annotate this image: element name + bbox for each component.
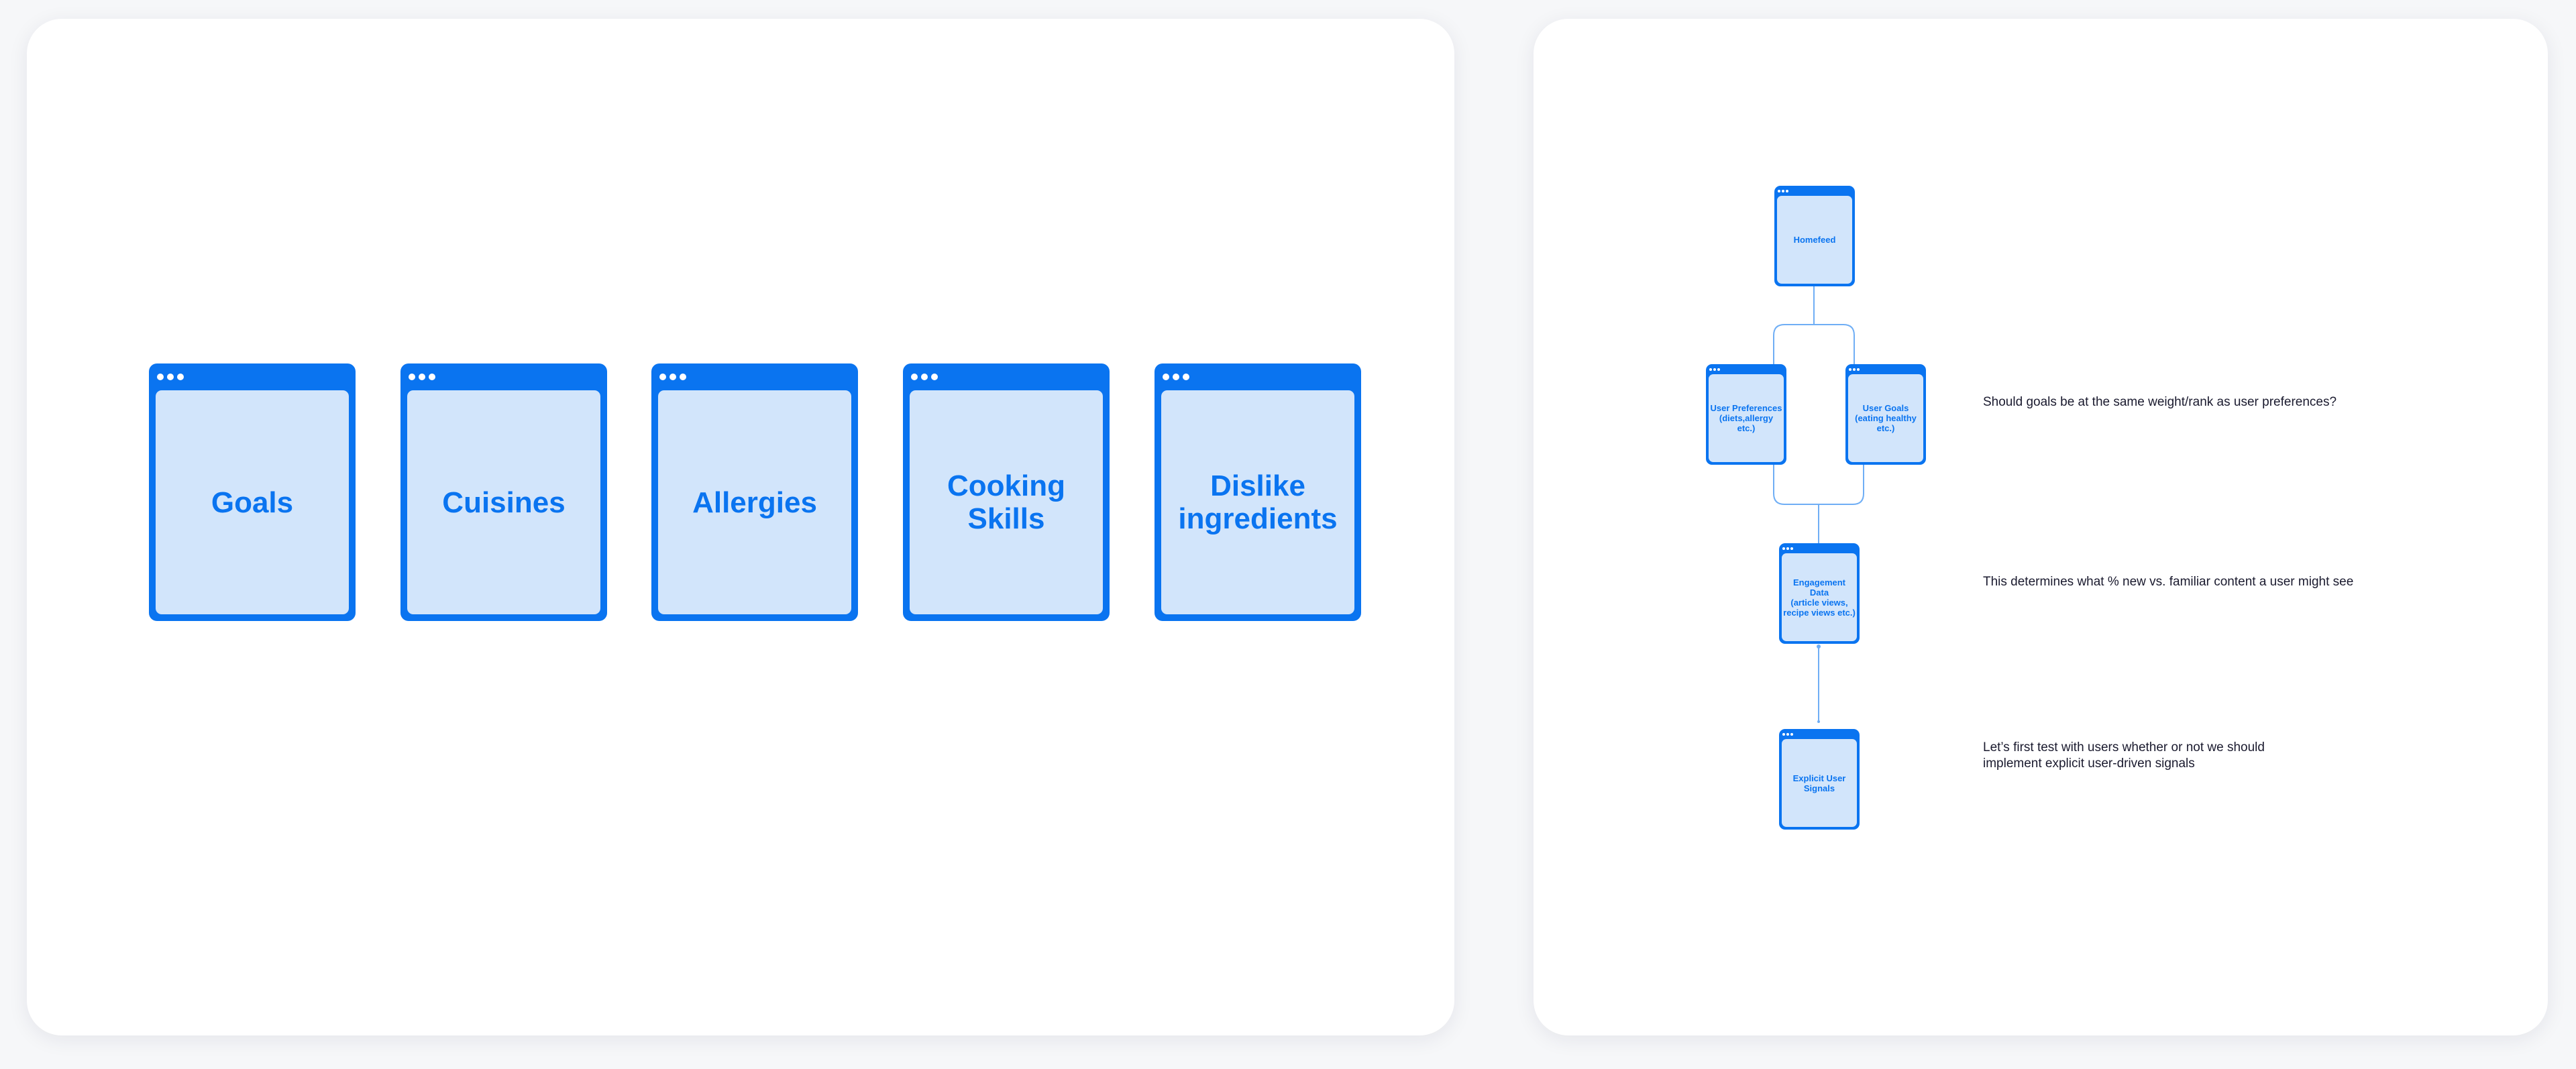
user-preferences-node-label: User Preferences (diets,allergy etc.) bbox=[1709, 374, 1784, 462]
goals-card[interactable]: Goals bbox=[149, 363, 356, 621]
cooking-skills-card-label: Cooking Skills bbox=[910, 390, 1103, 614]
user-goals-node[interactable]: User Goals (eating healthy etc.) bbox=[1845, 364, 1926, 465]
window-dot-icon bbox=[1849, 368, 1851, 371]
engagement-data-node-label: Engagement Data (article views, recipe v… bbox=[1782, 553, 1857, 641]
window-dot-icon bbox=[1857, 368, 1860, 371]
connector-merge-bottom bbox=[1773, 464, 1864, 505]
window-dot-icon bbox=[669, 374, 676, 380]
window-dot-icon bbox=[1786, 547, 1789, 550]
window-bar bbox=[651, 363, 858, 390]
window-bar bbox=[1845, 364, 1926, 374]
window-bar bbox=[400, 363, 607, 390]
allergies-card[interactable]: Allergies bbox=[651, 363, 858, 621]
connector-dot-icon bbox=[1817, 720, 1820, 723]
window-dot-icon bbox=[1790, 732, 1793, 736]
window-dot-icon bbox=[177, 374, 184, 380]
cooking-skills-card[interactable]: Cooking Skills bbox=[903, 363, 1110, 621]
window-dot-icon bbox=[1782, 547, 1785, 550]
window-dot-icon bbox=[1786, 732, 1789, 736]
question-goals-weight: Should goals be at the same weight/rank … bbox=[1983, 395, 2337, 409]
window-dot-icon bbox=[429, 374, 435, 380]
window-bar bbox=[1706, 364, 1786, 374]
homefeed-node-label: Homefeed bbox=[1777, 196, 1852, 284]
window-dot-icon bbox=[1778, 189, 1780, 192]
window-bar bbox=[1779, 543, 1860, 553]
explicit-signals-node[interactable]: Explicit User Signals bbox=[1779, 729, 1860, 830]
window-dot-icon bbox=[911, 374, 918, 380]
window-dot-icon bbox=[680, 374, 686, 380]
dislike-ingredients-card[interactable]: Dislike ingredients bbox=[1155, 363, 1361, 621]
cuisines-card-label: Cuisines bbox=[407, 390, 600, 614]
window-dot-icon bbox=[1790, 547, 1793, 550]
window-bar bbox=[1774, 186, 1855, 196]
window-dot-icon bbox=[1782, 732, 1785, 736]
window-dot-icon bbox=[1853, 368, 1856, 371]
window-dot-icon bbox=[1163, 374, 1169, 380]
explicit-signals-node-label: Explicit User Signals bbox=[1782, 739, 1857, 827]
window-dot-icon bbox=[409, 374, 415, 380]
cuisines-card[interactable]: Cuisines bbox=[400, 363, 607, 621]
user-goals-node-label: User Goals (eating healthy etc.) bbox=[1848, 374, 1923, 462]
user-preferences-node[interactable]: User Preferences (diets,allergy etc.) bbox=[1706, 364, 1786, 465]
window-dot-icon bbox=[167, 374, 174, 380]
window-dot-icon bbox=[1173, 374, 1179, 380]
window-bar bbox=[1779, 729, 1860, 739]
window-dot-icon bbox=[157, 374, 164, 380]
window-dot-icon bbox=[1782, 189, 1784, 192]
window-bar bbox=[1155, 363, 1361, 390]
goals-card-label: Goals bbox=[156, 390, 349, 614]
window-dot-icon bbox=[931, 374, 938, 380]
question-explicit-signals: Let’s first test with users whether or n… bbox=[1983, 740, 2265, 771]
homefeed-node[interactable]: Homefeed bbox=[1774, 186, 1855, 286]
window-dot-icon bbox=[1713, 368, 1716, 371]
window-dot-icon bbox=[1183, 374, 1189, 380]
allergies-card-label: Allergies bbox=[658, 390, 851, 614]
window-dot-icon bbox=[1709, 368, 1712, 371]
engagement-data-node[interactable]: Engagement Data (article views, recipe v… bbox=[1779, 543, 1860, 644]
window-dot-icon bbox=[419, 374, 425, 380]
connector-dot-icon bbox=[1817, 644, 1821, 649]
right-board bbox=[1534, 19, 2548, 1035]
window-dot-icon bbox=[921, 374, 928, 380]
question-new-vs-familiar: This determines what % new vs. familiar … bbox=[1983, 575, 2354, 589]
dislike-ingredients-card-label: Dislike ingredients bbox=[1161, 390, 1354, 614]
connector-split-top bbox=[1773, 324, 1855, 365]
window-bar bbox=[149, 363, 356, 390]
window-dot-icon bbox=[1786, 189, 1788, 192]
window-dot-icon bbox=[1717, 368, 1720, 371]
window-bar bbox=[903, 363, 1110, 390]
window-dot-icon bbox=[659, 374, 666, 380]
